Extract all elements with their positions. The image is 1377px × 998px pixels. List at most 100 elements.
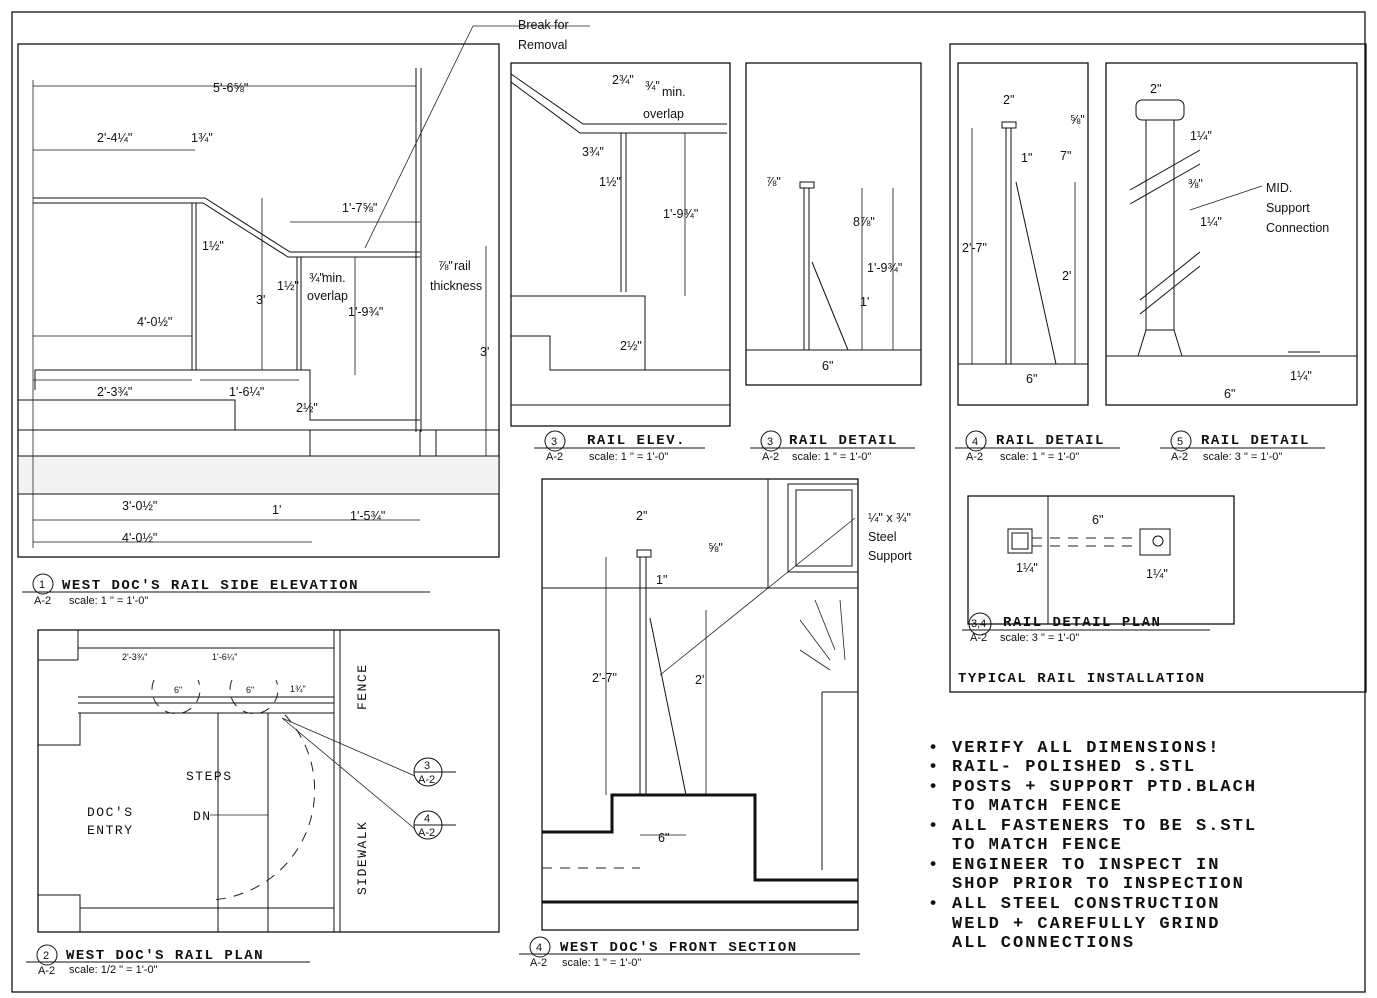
svg-text:A-2: A-2 (546, 451, 563, 463)
side-elevation-view: 5'-6⅝" 2'-4¼" 1¾" 1'-7⅝" 1½" 3' 1½" ¾" m… (17, 18, 590, 558)
dim-post-gap: 1¾" (191, 131, 213, 145)
svg-text:1'-6¼": 1'-6¼" (212, 652, 237, 662)
svg-text:Support: Support (1266, 201, 1310, 215)
dim-overall-length: 5'-6⅝" (213, 81, 248, 95)
svg-text:6": 6" (246, 685, 254, 695)
title-rail-detail-3: 3 A-2 RAIL DETAIL scale: 1 " = 1'-0" (750, 430, 915, 463)
svg-text:1¼": 1¼" (1290, 369, 1312, 383)
svg-text:2": 2" (1003, 93, 1014, 107)
svg-text:RAIL DETAIL: RAIL DETAIL (1201, 433, 1310, 449)
svg-text:¾": ¾" (645, 79, 660, 93)
svg-text:5: 5 (1177, 436, 1183, 448)
note-steel-size: ¼" x ¾" (868, 511, 911, 525)
label-dn: DN (193, 809, 212, 824)
svg-text:scale: 1 " = 1'-0": scale: 1 " = 1'-0" (562, 957, 641, 969)
svg-text:4: 4 (536, 942, 542, 954)
svg-text:2½": 2½" (620, 339, 642, 353)
svg-text:A-2: A-2 (762, 451, 779, 463)
title-rail-elev: 3 A-2 RAIL ELEV. scale: 1 " = 1'-0" (534, 430, 705, 463)
svg-text:6": 6" (174, 685, 182, 695)
dim-landing: 1'-5¾" (350, 509, 385, 523)
label-fence: FENCE (355, 663, 370, 710)
svg-text:scale: 1 " = 1'-0": scale: 1 " = 1'-0" (589, 451, 668, 463)
svg-text:A-2: A-2 (418, 827, 435, 839)
svg-text:A-2: A-2 (418, 774, 435, 786)
note-rail: rail (454, 259, 471, 273)
sheet-border (11, 11, 1366, 993)
svg-text:Connection: Connection (1266, 221, 1329, 235)
dim-lower-run: 4'-0½" (137, 315, 172, 329)
label-steps: STEPS (186, 769, 233, 784)
svg-text:3: 3 (767, 436, 773, 448)
svg-text:⅞": ⅞" (766, 175, 781, 189)
svg-text:1'-9¾": 1'-9¾" (663, 207, 698, 221)
svg-text:1¼": 1¼" (1200, 215, 1222, 229)
view-scale: scale: 1 " = 1'-0" (69, 595, 148, 607)
svg-text:A-2: A-2 (1171, 451, 1188, 463)
note-line: SHOP PRIOR TO INSPECTION (952, 875, 1245, 894)
svg-text:•: • (928, 856, 940, 875)
svg-text:2'-7": 2'-7" (592, 671, 617, 685)
svg-text:2: 2 (43, 950, 49, 962)
typical-installation-panel: 2" ⅝" 1" 7" 2'-7" 2' 6" 2" 1¼" ⅜" 1¼" MI… (949, 43, 1367, 693)
note-line: ALL FASTENERS TO BE S.STL (952, 817, 1257, 836)
note-line: ALL STEEL CONSTRUCTION (952, 895, 1220, 914)
svg-text:A-2: A-2 (34, 595, 51, 607)
svg-text:•: • (928, 817, 940, 836)
svg-text:3: 3 (551, 436, 557, 448)
rail-elev-view: 2¾" ¾" min. overlap 3¾" 1½" 1'-9¾" 2½" (510, 62, 731, 427)
svg-text:3: 3 (424, 760, 430, 772)
svg-text:A-2: A-2 (966, 451, 983, 463)
svg-text:6": 6" (822, 359, 833, 373)
note-min: min. (322, 271, 346, 285)
svg-text:1¼": 1¼" (1016, 561, 1038, 575)
dim-upper-height: 1'-9¾" (348, 305, 383, 319)
svg-text:1': 1' (860, 295, 869, 309)
svg-text:6": 6" (658, 831, 669, 845)
dim-overlap: ¾" (309, 271, 324, 285)
svg-text:⅝": ⅝" (708, 541, 723, 555)
title-front-section: 4 A-2 WEST DOC'S FRONT SECTION scale: 1 … (519, 936, 860, 969)
svg-text:•: • (928, 895, 940, 914)
svg-text:2¾": 2¾" (612, 73, 634, 87)
note-line: TO MATCH FENCE (952, 797, 1123, 816)
svg-text:RAIL ELEV.: RAIL ELEV. (587, 433, 686, 449)
label-docs: DOC'S (87, 805, 134, 820)
dim-post-offset-b: 1½" (277, 279, 299, 293)
handrail (33, 197, 420, 253)
note-thickness: thickness (430, 279, 482, 293)
dim-base-run: 2'-3¾" (97, 385, 132, 399)
rail-detail-3-view: ⅞" 8⅞" 1'-9¾" 1' 6" (745, 62, 922, 386)
svg-text:6": 6" (1224, 387, 1235, 401)
label-entry: ENTRY (87, 823, 134, 838)
svg-text:1": 1" (656, 573, 667, 587)
front-section-view: 2" ⅝" 1" 2'-7" 2' 6" ¼" x ¾" Steel Suppo… (541, 478, 912, 931)
svg-text:8⅞": 8⅞" (853, 215, 875, 229)
note-line: RAIL- POLISHED S.STL (952, 758, 1196, 777)
svg-text:WEST DOC'S FRONT SECTION: WEST DOC'S FRONT SECTION (560, 940, 798, 956)
note-line: VERIFY ALL DIMENSIONS! (952, 739, 1220, 758)
dim-one-foot: 1' (272, 503, 281, 517)
svg-text:scale: 1/2 " = 1'-0": scale: 1/2 " = 1'-0" (69, 964, 158, 976)
note-removal: Removal (518, 38, 567, 52)
note-steel: Steel (868, 530, 897, 544)
svg-text:6": 6" (1092, 513, 1103, 527)
dim-rail-thickness: ⅞" (438, 259, 453, 273)
svg-text:RAIL DETAIL: RAIL DETAIL (996, 433, 1105, 449)
title-rail-detail-4: 4 A-2 RAIL DETAIL scale: 1 " = 1'-0" (955, 430, 1120, 463)
svg-text:3¾": 3¾" (582, 145, 604, 159)
svg-text:1'-9¾": 1'-9¾" (867, 261, 902, 275)
note-line: POSTS + SUPPORT PTD.BLACH (952, 778, 1257, 797)
svg-text:MID.: MID. (1266, 181, 1292, 195)
title-rail-detail-5: 5 A-2 RAIL DETAIL scale: 3 " = 1'-0" (1160, 430, 1325, 463)
svg-text:1¼": 1¼" (1146, 567, 1168, 581)
svg-text:1": 1" (1021, 151, 1032, 165)
break-leader (364, 25, 590, 249)
svg-text:2': 2' (1062, 269, 1071, 283)
svg-text:2": 2" (636, 509, 647, 523)
typical-installation-label: TYPICAL RAIL INSTALLATION (958, 671, 1206, 687)
concrete-slab (17, 455, 500, 495)
dim-total-run: 4'-0½" (122, 531, 157, 545)
note-line: WELD + CAREFULLY GRIND (952, 915, 1220, 934)
svg-text:scale: 1 " = 1'-0": scale: 1 " = 1'-0" (792, 451, 871, 463)
